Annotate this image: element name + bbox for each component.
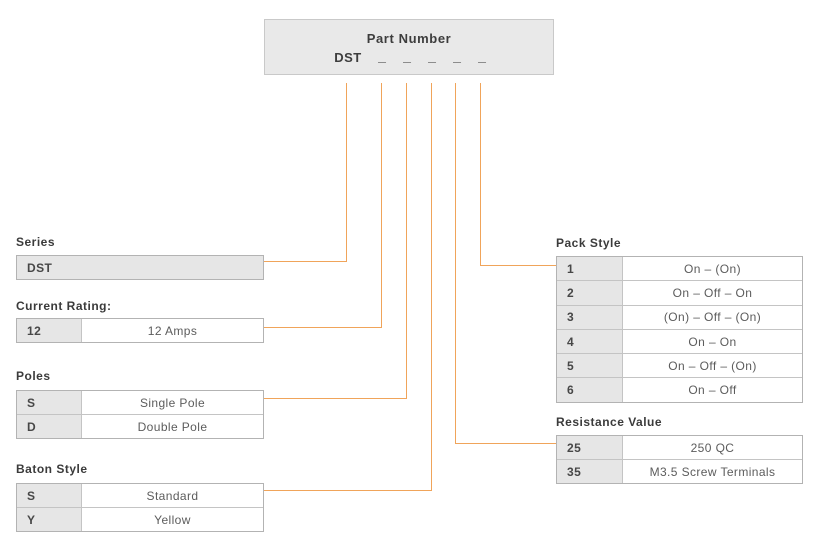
current-rating-table: 12 12 Amps	[16, 318, 264, 343]
baton-style-value-cell: Yellow	[154, 512, 191, 527]
pack-style-value-cell: (On) – Off – (On)	[663, 310, 762, 325]
table-row: 3 (On) – Off – (On)	[557, 305, 802, 330]
table-row: 25 250 QC	[557, 436, 802, 460]
pack-style-value-cell: On – On	[688, 334, 737, 349]
resistance-value-value-cell: M3.5 Screw Terminals	[649, 464, 776, 479]
pack-style-key-cell: 3	[557, 305, 623, 329]
part-number-blank-4: _	[453, 48, 461, 64]
baton-style-key-cell: S	[17, 484, 82, 507]
pack-style-key-cell: 5	[557, 354, 623, 378]
pack-style-key-cell: 2	[557, 281, 623, 305]
part-number-blank-3: _	[428, 48, 436, 64]
part-number-box: Part Number DST _ _ _ _ _	[264, 19, 554, 75]
connector-line-pack-style	[480, 83, 556, 266]
connector-line-baton-style	[264, 83, 432, 491]
pack-style-value-cell: On – Off	[688, 383, 737, 398]
pack-style-value-cell: On – Off – On	[672, 285, 753, 300]
poles-value-cell: Double Pole	[137, 419, 208, 434]
part-number-blank-1: _	[378, 48, 386, 64]
connector-line-resistance-value	[455, 83, 556, 444]
series-table: DST	[16, 255, 264, 280]
series-heading: Series	[16, 235, 56, 249]
connector-line-poles	[264, 83, 407, 399]
series-key-cell: DST	[17, 256, 263, 279]
poles-value-cell: Single Pole	[139, 395, 206, 410]
table-row: DST	[17, 256, 263, 279]
part-number-blank-5: _	[478, 48, 486, 64]
table-row: 12 12 Amps	[17, 319, 263, 342]
table-row: S Single Pole	[17, 391, 263, 415]
poles-heading: Poles	[16, 369, 51, 383]
poles-key-cell: S	[17, 391, 82, 414]
resistance-value-value-cell: 250 QC	[690, 440, 735, 455]
table-row: 2 On – Off – On	[557, 281, 802, 306]
table-row: 35 M3.5 Screw Terminals	[557, 460, 802, 483]
poles-key-cell: D	[17, 415, 82, 438]
current-rating-key-cell: 12	[17, 319, 82, 342]
current-rating-value-cell: 12 Amps	[147, 323, 198, 338]
pack-style-key-cell: 4	[557, 329, 623, 354]
connector-line-series	[264, 83, 347, 262]
baton-style-value-cell: Standard	[146, 488, 199, 503]
table-row: 1 On – (On)	[557, 257, 802, 282]
connector-line-current-rating	[264, 83, 382, 328]
current-rating-heading: Current Rating:	[16, 299, 112, 313]
pack-style-key-cell: 1	[557, 257, 623, 281]
table-row: 4 On – On	[557, 329, 802, 355]
part-number-prefix: DST	[334, 50, 362, 65]
pack-style-value-cell: On – (On)	[684, 261, 741, 276]
pack-style-table: 1 On – (On) 2 On – Off – On 3 (On) – Off…	[556, 256, 803, 403]
part-number-title: Part Number	[366, 31, 452, 46]
table-row: 5 On – Off – (On)	[557, 354, 802, 379]
poles-table: S Single Pole D Double Pole	[16, 390, 264, 439]
baton-style-table: S Standard Y Yellow	[16, 483, 264, 532]
baton-style-heading: Baton Style	[16, 462, 88, 476]
pack-style-key-cell: 6	[557, 378, 623, 402]
pack-style-heading: Pack Style	[556, 236, 622, 250]
table-row: S Standard	[17, 484, 263, 508]
resistance-value-key-cell: 25	[557, 436, 623, 459]
resistance-value-key-cell: 35	[557, 460, 623, 483]
resistance-value-heading: Resistance Value	[556, 415, 663, 429]
table-row: D Double Pole	[17, 415, 263, 438]
resistance-value-table: 25 250 QC 35 M3.5 Screw Terminals	[556, 435, 803, 484]
baton-style-key-cell: Y	[17, 508, 82, 531]
table-row: Y Yellow	[17, 508, 263, 531]
part-number-blank-2: _	[403, 48, 411, 64]
pack-style-value-cell: On – Off – (On)	[668, 358, 757, 373]
table-row: 6 On – Off	[557, 378, 802, 402]
